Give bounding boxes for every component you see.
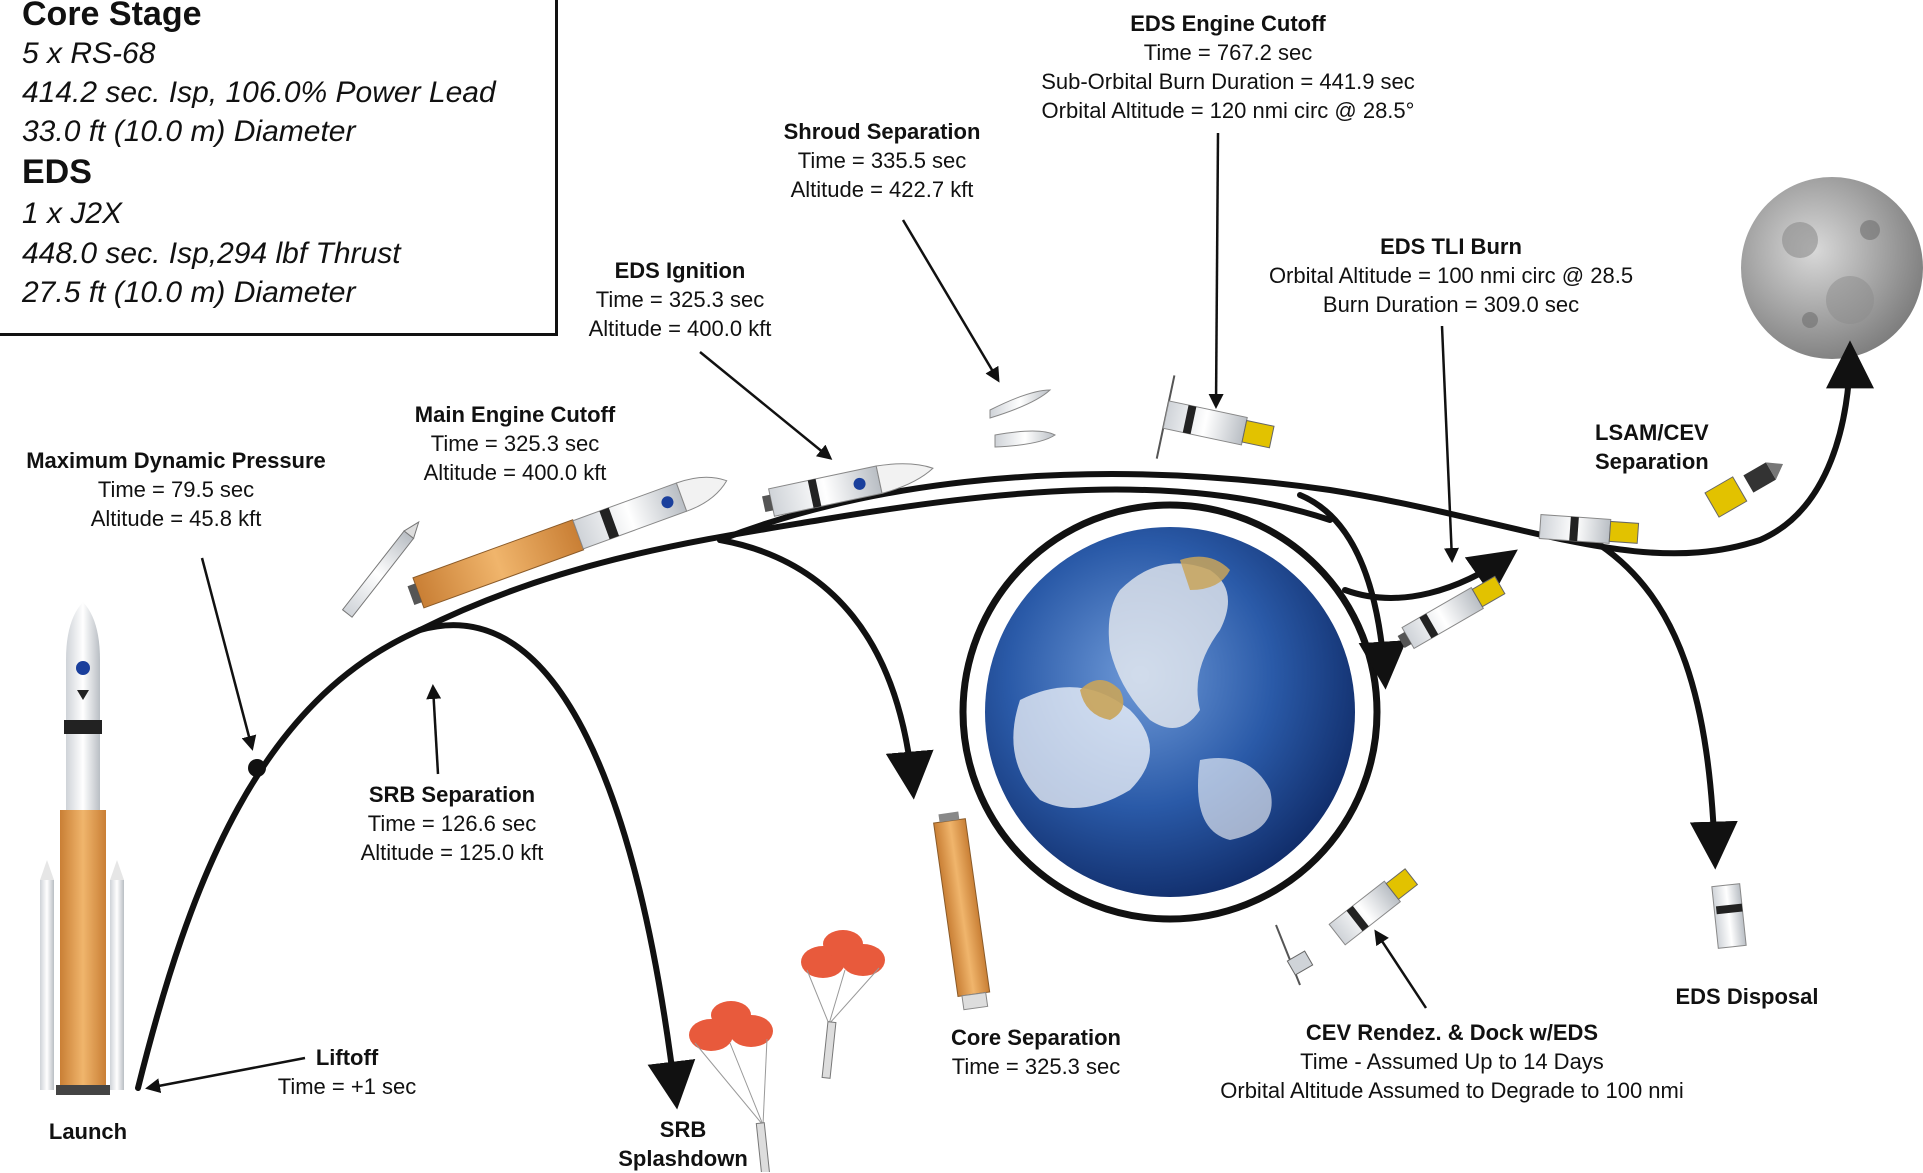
- liftoff-label: Liftoff Time = +1 sec: [278, 1043, 417, 1101]
- eds-tli-leader-arrow: [1440, 325, 1459, 563]
- srb-sep-leader-arrow: [426, 684, 442, 775]
- eds-ignition-leader-arrow: [699, 351, 833, 460]
- max-q-leader-arrow: [200, 557, 257, 751]
- liftoff-time: Time = +1 sec: [277, 1074, 417, 1099]
- shroud-sep-time: Time = 335.5 sec: [797, 148, 967, 173]
- eds-disposal-stage-image: [1711, 883, 1747, 949]
- core-spec-line: 414.2 sec. Isp, 106.0% Power Lead: [22, 76, 496, 109]
- lsam-cev-title-line: Separation: [1595, 449, 1709, 474]
- srb-sep-title: SRB Separation: [368, 782, 536, 807]
- core-separation-path: [717, 537, 934, 800]
- shroud-halves-image: [989, 389, 1056, 448]
- eds-tli-label: EDS TLI Burn Orbital Altitude = 100 nmi …: [1269, 232, 1633, 319]
- core-spec-line: 33.0 ft (10.0 m) Diameter: [22, 115, 356, 148]
- core-stage-eds-image: [407, 476, 728, 609]
- launch-vehicle-image: [40, 602, 124, 1095]
- eds-to-orbit-path: [1297, 492, 1407, 690]
- shroud-sep-leader-arrow: [901, 219, 1000, 383]
- liftoff-leader-arrow: [145, 1056, 306, 1094]
- srb-splashdown-path: [417, 622, 696, 1110]
- meco-label: Main Engine Cutoff Time = 325.3 sec Alti…: [415, 400, 615, 487]
- max-q-marker: [248, 759, 266, 777]
- shroud-sep-altitude: Altitude = 422.7 kft: [790, 177, 974, 202]
- cev-rendez-title: CEV Rendez. & Dock w/EDS: [1305, 1020, 1599, 1045]
- eds-tli-orbit: Orbital Altitude = 100 nmi circ @ 28.5: [1268, 263, 1634, 288]
- cev-rendez-label: CEV Rendez. & Dock w/EDS Time - Assumed …: [1220, 1018, 1683, 1105]
- eds-tli-title: EDS TLI Burn: [1380, 234, 1522, 259]
- jettisoned-core-stage-image: [933, 811, 991, 1011]
- tli-branch-path: [1342, 549, 1518, 601]
- meco-title: Main Engine Cutoff: [414, 402, 616, 427]
- launch-title: Launch: [48, 1119, 128, 1144]
- eds-cutoff-leader-arrow: [1208, 132, 1224, 409]
- eds-ignition-title: EDS Ignition: [614, 258, 746, 283]
- core-stage-title: Core Stage: [22, 0, 202, 33]
- srb-parachute-image: [689, 930, 885, 1172]
- srb-sep-altitude: Altitude = 125.0 kft: [360, 840, 544, 865]
- launch-label: Launch: [49, 1117, 127, 1146]
- eds-cutoff-label: EDS Engine Cutoff Time = 767.2 sec Sub-O…: [1041, 9, 1415, 125]
- cev-rendez-time: Time - Assumed Up to 14 Days: [1300, 1049, 1604, 1074]
- eds-spec-line: 1 x J2X: [22, 197, 123, 230]
- eds-disposal-path: [1597, 542, 1738, 870]
- max-q-title: Maximum Dynamic Pressure: [26, 448, 326, 473]
- eds-ignition-altitude: Altitude = 400.0 kft: [588, 316, 772, 341]
- lsam-cev-title-line: LSAM/CEV: [1595, 420, 1709, 445]
- eds-cutoff-title: EDS Engine Cutoff: [1130, 11, 1326, 36]
- translunar-stack-image: [1538, 514, 1640, 544]
- max-q-time: Time = 79.5 sec: [97, 477, 255, 502]
- max-q-altitude: Altitude = 45.8 kft: [90, 506, 262, 531]
- eds-cutoff-image: [1155, 375, 1275, 459]
- lsam-cev-label: LSAM/CEV Separation: [1595, 418, 1709, 476]
- eds-cutoff-orbit: Orbital Altitude = 120 nmi circ @ 28.5°: [1041, 98, 1415, 123]
- max-q-label: Maximum Dynamic Pressure Time = 79.5 sec…: [26, 446, 326, 533]
- eds-title: EDS: [22, 153, 92, 191]
- earth-image: [985, 527, 1355, 897]
- srb-booster-image: [341, 520, 420, 618]
- eds-disposal-label: EDS Disposal: [1675, 982, 1818, 1011]
- cev-rendez-orbit: Orbital Altitude Assumed to Degrade to 1…: [1220, 1078, 1684, 1103]
- cev-eds-docking-image: [1275, 868, 1419, 986]
- meco-time: Time = 325.3 sec: [430, 431, 600, 456]
- eds-ignition-label: EDS Ignition Time = 325.3 sec Altitude =…: [589, 256, 772, 343]
- shroud-sep-label: Shroud Separation Time = 335.5 sec Altit…: [784, 117, 981, 204]
- liftoff-title: Liftoff: [315, 1045, 379, 1070]
- core-sep-title: Core Separation: [951, 1025, 1121, 1050]
- srb-splashdown-title-line: Splashdown: [618, 1146, 748, 1171]
- srb-sep-time: Time = 126.6 sec: [367, 811, 537, 836]
- eds-cutoff-burn-duration: Sub-Orbital Burn Duration = 441.9 sec: [1041, 69, 1415, 94]
- eds-disposal-title: EDS Disposal: [1675, 984, 1819, 1009]
- earth-parking-orbit: [959, 501, 1381, 923]
- srb-splashdown-title-line: SRB: [659, 1117, 707, 1142]
- eds-spec-line: 27.5 ft (10.0 m) Diameter: [22, 276, 356, 309]
- srb-sep-label: SRB Separation Time = 126.6 sec Altitude…: [361, 780, 544, 867]
- core-sep-time: Time = 325.3 sec: [951, 1054, 1121, 1079]
- core-sep-label: Core Separation Time = 325.3 sec: [951, 1023, 1121, 1081]
- moon-image: [1741, 177, 1923, 359]
- cev-rendez-leader-arrow: [1374, 929, 1428, 1009]
- tli-stack-image: [1397, 575, 1506, 650]
- srb-splashdown-label: SRB Splashdown: [618, 1115, 748, 1173]
- orbital-coast-path: [717, 340, 1874, 557]
- meco-altitude: Altitude = 400.0 kft: [423, 460, 607, 485]
- lsam-cev-image: [1704, 462, 1784, 518]
- ascent-trajectory: [135, 486, 1333, 1091]
- shroud-sep-title: Shroud Separation: [783, 119, 981, 144]
- core-spec-line: 5 x RS-68: [22, 37, 156, 70]
- eds-spec-line: 448.0 sec. Isp,294 lbf Thrust: [22, 237, 401, 270]
- eds-ignition-time: Time = 325.3 sec: [595, 287, 765, 312]
- eds-tli-burn-duration: Burn Duration = 309.0 sec: [1322, 292, 1580, 317]
- vehicle-spec-box: Core Stage 5 x RS-68 414.2 sec. Isp, 106…: [0, 0, 558, 336]
- eds-cutoff-time: Time = 767.2 sec: [1143, 40, 1313, 65]
- eds-ignition-image: [762, 463, 934, 517]
